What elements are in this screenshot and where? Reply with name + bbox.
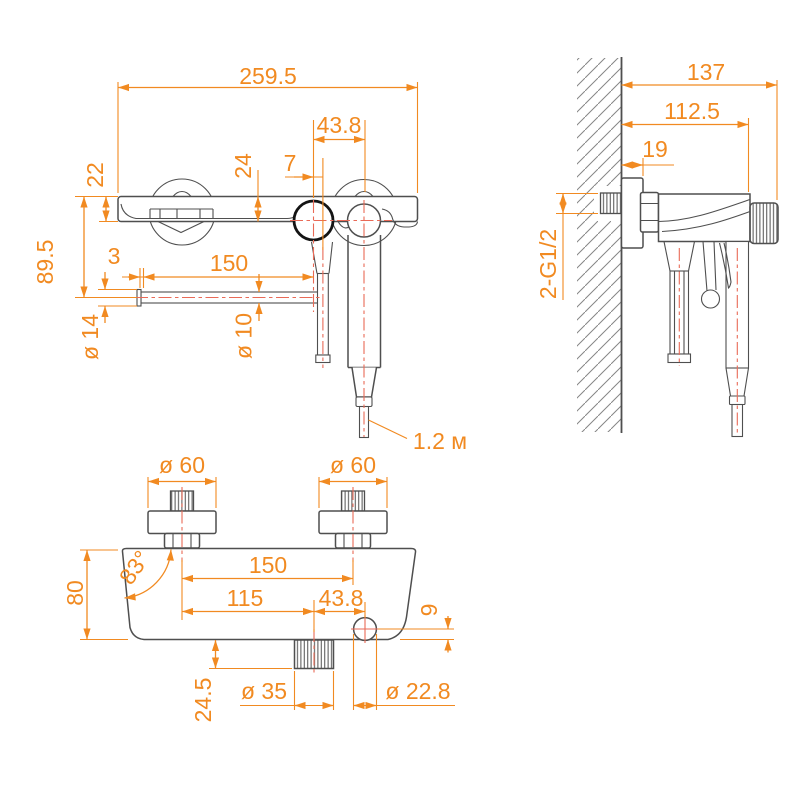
front-view: 259.5 43.8 7 24 22 89.5 3 150 [32,63,467,454]
right-end-contour [381,208,419,228]
front-dimensions: 259.5 43.8 7 24 22 89.5 3 150 [32,63,467,454]
lever-ball [700,289,721,309]
hex-nut-side [639,191,660,233]
dim-flange-depth: 19 [642,136,668,162]
dim-body-height: 22 [82,162,108,188]
side-shower-taper [725,367,750,397]
dim-overall-width: 259.5 [239,63,297,89]
dim-circle-offset: 43.8 [319,585,364,611]
dim-spout-drop: 89.5 [32,240,58,285]
dim-pipe-diameter: ø 10 [231,313,257,359]
dim-hose-length: 1.2 м [413,428,467,454]
dim-thread-size: 2-G1/2 [535,229,561,299]
socket-crosshair [351,615,379,643]
lever-stem [702,241,717,292]
dim-axis-gap: 7 [284,150,297,176]
dim-outlet-offset: 115 [227,585,264,611]
bottom-body-outline [121,547,417,641]
dim-left-flange-diameter: ø 60 [159,452,205,478]
lever-blade [718,242,732,289]
inlet-connector [599,192,623,215]
left-mount-dome [172,190,192,197]
dim-body-depth: 112.5 [664,98,720,124]
dim-right-flange-diameter: ø 60 [330,452,376,478]
dim-spout-reach: 150 [210,250,248,276]
bottom-dimensions: ø 60 ø 60 150 115 43.8 80 83° 24.5 [62,452,455,722]
dim-total-depth: 137 [687,59,725,85]
dim-outlet-diameter: ø 35 [241,678,287,704]
dim-outlet-protrusion: 24.5 [190,678,216,723]
side-body-curves [658,198,751,233]
side-body [657,193,751,243]
side-dimensions: 137 112.5 19 2-G1/2 [535,59,778,300]
dim-circle-diameter: ø 22.8 [385,678,450,704]
right-mount-dome [354,190,374,197]
dim-tip-length: 3 [108,243,121,269]
front-body-bar [117,195,419,223]
dim-top-to-axis: 24 [230,153,256,179]
dim-edge-distance: 9 [416,604,442,617]
dim-mount-spacing: 150 [249,552,287,578]
dim-outlet-to-shower: 43.8 [317,112,362,138]
dim-body-width: 80 [62,580,88,606]
hex-nut-facets [640,202,659,222]
bottom-view: ø 60 ø 60 150 115 43.8 80 83° 24.5 [62,452,455,722]
right-hex-nut-facets [343,533,363,548]
left-chevron-detail [157,221,205,234]
mount-bracket-detail [149,208,214,219]
wall-hatching [577,58,622,432]
left-hex-nut-facets [172,533,192,548]
dim-tip-diameter: ø 14 [77,314,103,360]
temperature-knob [749,202,779,245]
spout-taper [310,241,334,274]
side-view: 137 112.5 19 2-G1/2 [535,57,779,438]
side-spout-tube-inner [673,271,685,354]
